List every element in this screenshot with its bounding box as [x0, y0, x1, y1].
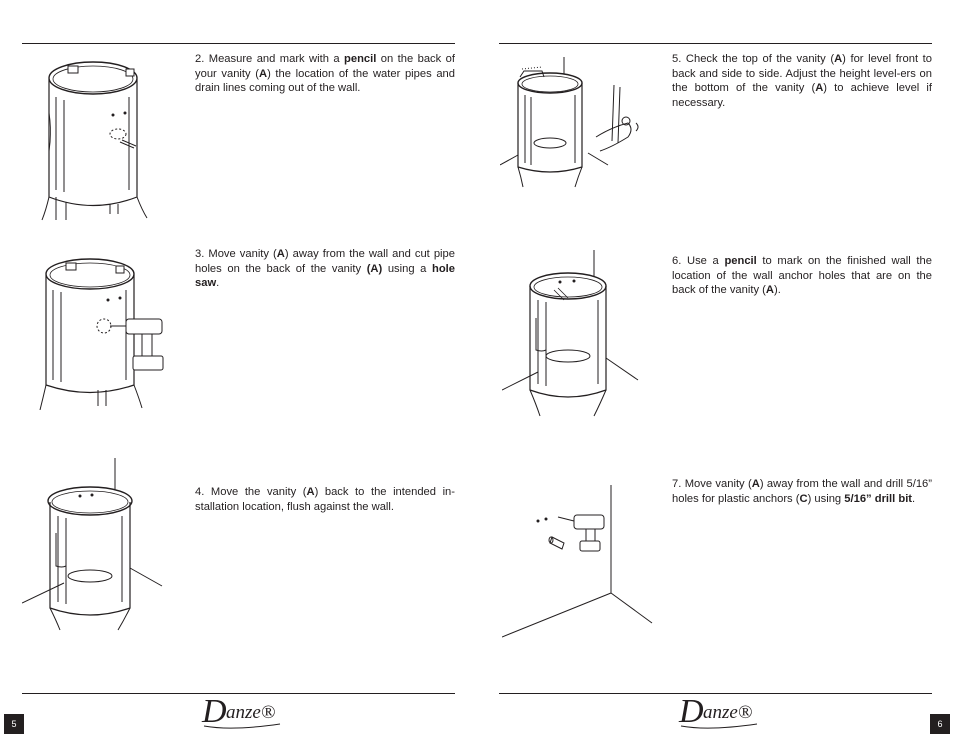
- logo-initial: D: [679, 693, 704, 730]
- step-3-text: 3. Move vanity (A) away from the wall an…: [195, 248, 455, 290]
- vanity-mark-wall-illustration: [502, 250, 647, 420]
- vanity-hole-saw-illustration: [38, 250, 173, 410]
- wall-drill-anchor-illustration: [502, 485, 654, 640]
- vanity-level-adjust-illustration: [500, 57, 660, 192]
- bottom-rule-right: [499, 693, 932, 694]
- page-number-left: 5: [4, 714, 24, 734]
- page-number-right: 6: [930, 714, 950, 734]
- bottom-rule-left: [22, 693, 455, 694]
- logo-rest: anze®: [703, 702, 753, 723]
- step-6-text: 6. Use a pencil to mark on the finished …: [672, 255, 932, 297]
- top-rule-right: [499, 43, 932, 44]
- logo-initial: D: [202, 693, 227, 730]
- step-5-text: 5. Check the top of the vanity (A) for l…: [672, 53, 932, 109]
- step-4-text: 4. Move the vanity (A) back to the inten…: [195, 486, 456, 513]
- step-7-text: 7. Move vanity (A) away from the wall an…: [672, 478, 932, 505]
- top-rule-left: [22, 43, 455, 44]
- step-2-text: 2. Measure and mark with a pencil on the…: [195, 53, 455, 95]
- vanity-pencil-mark-illustration: [38, 52, 163, 222]
- logo-rest: anze®: [226, 702, 276, 723]
- danze-logo-left: D anze®: [202, 693, 292, 731]
- danze-logo-right: D anze®: [679, 693, 769, 731]
- vanity-against-wall-illustration: [22, 458, 167, 633]
